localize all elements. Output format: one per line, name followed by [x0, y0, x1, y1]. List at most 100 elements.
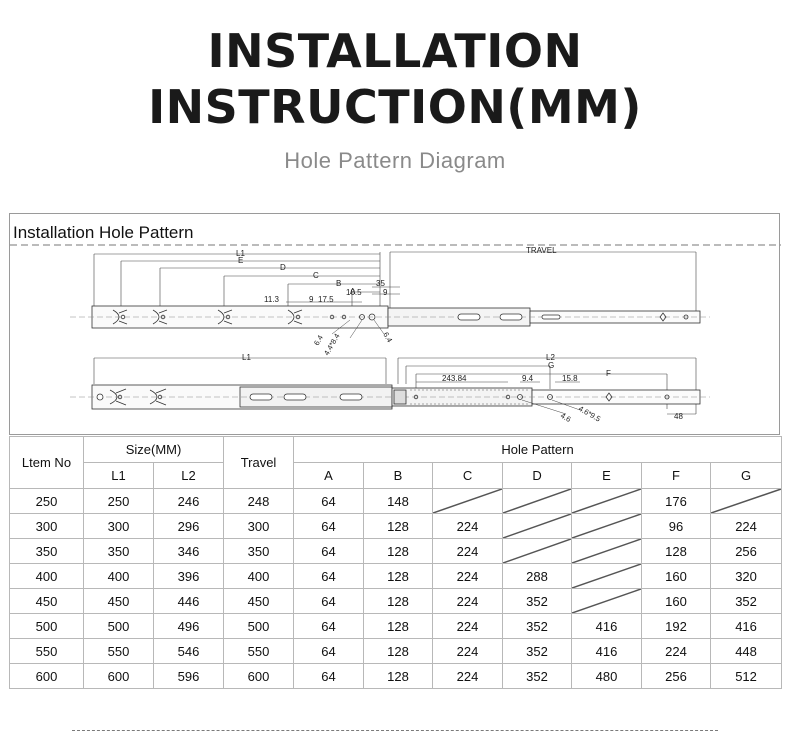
header-b: B	[363, 462, 434, 489]
hole-pattern-diagram: Installation Hole Pattern	[9, 213, 781, 435]
cell-f: 160	[641, 588, 712, 614]
not-applicable-slash	[503, 539, 571, 563]
cell-l2: 296	[152, 513, 225, 539]
cell-e: 416	[571, 613, 643, 639]
cell-l1: 600	[83, 663, 154, 689]
cell-d: 352	[502, 613, 573, 639]
bottom-rail	[70, 384, 710, 410]
hole-4-4x8-4-label: 4.4*8.4	[322, 332, 342, 357]
cell-travel: 400	[223, 563, 295, 589]
not-applicable-slash	[572, 564, 641, 588]
cell-l2: 496	[152, 613, 225, 639]
cell-l1: 400	[83, 563, 154, 589]
bottom-divider	[72, 730, 718, 731]
cell-l2: 346	[152, 538, 225, 564]
cell-l1: 500	[83, 613, 154, 639]
not-applicable-slash	[503, 489, 571, 513]
cell-e	[571, 563, 643, 589]
bottom-hole-callouts	[521, 399, 581, 415]
page-subtitle: Hole Pattern Diagram	[284, 148, 506, 173]
header-a: A	[293, 462, 365, 489]
cell-g: 448	[710, 638, 783, 664]
cell-l1: 250	[83, 488, 154, 514]
cell-l2: 246	[152, 488, 225, 514]
cell-g: 256	[710, 538, 783, 564]
page-title-line-1: INSTALLATION	[207, 24, 583, 78]
cell-travel: 450	[223, 588, 295, 614]
bottom-dimension-labels: L1 L2 G F 243.84 9.4 15.8 48	[242, 353, 683, 421]
cell-item: 250	[9, 488, 84, 514]
cell-travel: 500	[223, 613, 295, 639]
not-applicable-slash	[433, 489, 502, 513]
hole-4-6-label: 4.6	[559, 411, 573, 424]
cell-f: 224	[641, 638, 712, 664]
cell-a: 64	[293, 613, 365, 639]
header-travel: Travel	[223, 436, 295, 489]
dim-travel-label: TRAVEL	[526, 246, 557, 255]
cell-d: 352	[502, 663, 573, 689]
cell-c	[432, 488, 504, 514]
cell-item: 400	[9, 563, 84, 589]
cell-travel: 550	[223, 638, 295, 664]
cell-g: 512	[710, 663, 783, 689]
cell-f: 192	[641, 613, 712, 639]
cell-a: 64	[293, 663, 365, 689]
not-applicable-slash	[572, 589, 641, 613]
top-hole-labels: 6.4 4.4*8.4 6.4	[312, 331, 394, 358]
dim-a-label: A	[350, 287, 356, 296]
cell-b: 128	[363, 588, 434, 614]
cell-c: 224	[432, 538, 504, 564]
cell-b: 128	[363, 613, 434, 639]
cell-c: 224	[432, 663, 504, 689]
dim-35-label: 35	[376, 279, 385, 288]
cell-g: 352	[710, 588, 783, 614]
cell-item: 300	[9, 513, 84, 539]
cell-c: 224	[432, 563, 504, 589]
cell-travel: 600	[223, 663, 295, 689]
dim-d-label: D	[280, 263, 286, 272]
cell-e: 480	[571, 663, 643, 689]
dim-l2-label: L2	[546, 353, 555, 362]
not-applicable-slash	[503, 514, 571, 538]
cell-travel: 350	[223, 538, 295, 564]
slide-drawing: L1 E D C B A TRAVEL 35 9 10.5 11.3 9 17.…	[10, 244, 781, 424]
cell-d	[502, 538, 573, 564]
cell-c: 224	[432, 638, 504, 664]
cell-g: 416	[710, 613, 783, 639]
cell-l2: 446	[152, 588, 225, 614]
cell-d	[502, 488, 573, 514]
cell-b: 128	[363, 513, 434, 539]
not-applicable-slash	[572, 489, 641, 513]
cell-e: 416	[571, 638, 643, 664]
cell-a: 64	[293, 563, 365, 589]
cell-g: 320	[710, 563, 783, 589]
cell-e	[571, 488, 643, 514]
cell-b: 128	[363, 538, 434, 564]
cell-g: 224	[710, 513, 783, 539]
top-rail	[70, 305, 710, 329]
size-spec-table: Ltem No Size(MM) Travel Hole Pattern L1 …	[9, 436, 783, 689]
header-hole-pattern: Hole Pattern	[293, 436, 783, 463]
dim-243-84-label: 243.84	[442, 374, 467, 383]
not-applicable-slash	[572, 539, 641, 563]
cell-e	[571, 588, 643, 614]
cell-d: 352	[502, 588, 573, 614]
dim-l1b-label: L1	[242, 353, 251, 362]
cell-f: 176	[641, 488, 712, 514]
cell-item: 350	[9, 538, 84, 564]
cell-c: 224	[432, 513, 504, 539]
header-f: F	[641, 462, 712, 489]
dim-l1-label: L1	[236, 249, 245, 258]
cell-item: 600	[9, 663, 84, 689]
cell-b: 128	[363, 638, 434, 664]
cell-e	[571, 513, 643, 539]
cell-d	[502, 513, 573, 539]
cell-d: 288	[502, 563, 573, 589]
dim-c-label: C	[313, 271, 319, 280]
cell-l2: 546	[152, 638, 225, 664]
